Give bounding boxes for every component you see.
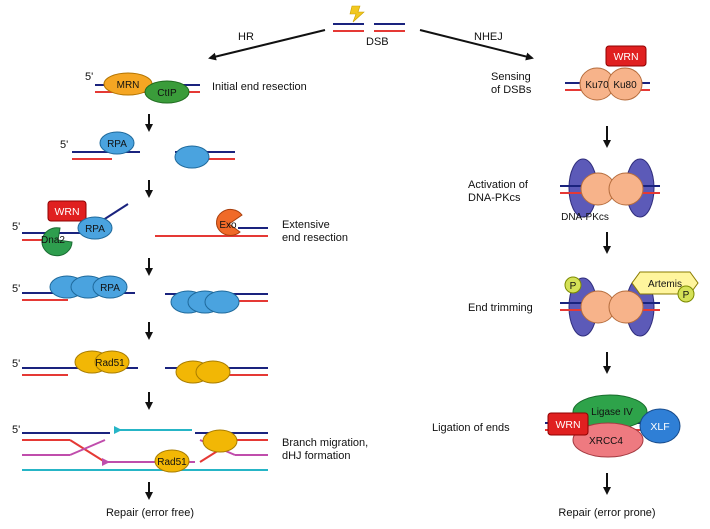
nhej-step-sensing: WRN Ku70 Ku80: [565, 45, 650, 101]
ku70-label: Ku70: [585, 80, 609, 91]
dna2-label: Dna2: [41, 235, 65, 246]
ku80-label: Ku80: [613, 80, 637, 91]
five-prime-label: 5': [12, 424, 20, 436]
phosphate-marker: [677, 285, 695, 303]
rad51-label: Rad51: [95, 358, 125, 369]
wrn-label: WRN: [555, 419, 580, 431]
hr-step-rpa-coating: 5' RPA: [12, 275, 268, 314]
five-prime-label: 5': [85, 71, 93, 83]
hr-step-branch-migration: 5' Rad51: [12, 424, 268, 473]
five-prime-label: 5': [12, 221, 20, 233]
sensing-label-2: of DSBs: [491, 84, 532, 96]
hr-step-rpa-binding: 5' RPA: [60, 131, 235, 169]
xrcc4-protein: [572, 422, 644, 458]
dsb-label: DSB: [366, 36, 389, 48]
ctip-protein: [144, 80, 190, 104]
xlf-protein: [639, 408, 681, 444]
lightning-icon: [349, 5, 365, 23]
nhej-step-end-trimming: P Artemis P: [560, 271, 699, 337]
ku80-protein: [608, 290, 644, 324]
wrn-protein: [47, 200, 87, 222]
nhej-label: NHEJ: [474, 31, 503, 43]
ligase4-label: Ligase IV: [591, 407, 633, 418]
nhej-repair-label: Repair (error prone): [558, 507, 655, 519]
nhej-step-ligation: Ligase IV XRCC4 WRN XLF: [545, 394, 681, 458]
rpa-label: RPA: [85, 224, 105, 235]
hr-arrow: [208, 29, 326, 61]
artemis-label: Artemis: [648, 279, 682, 290]
five-prime-label: 5': [12, 358, 20, 370]
hr-step-rad51-loading: 5' Rad51: [12, 350, 268, 384]
exo-label: Exo: [219, 220, 237, 231]
hr-step-extensive-resection: 5' WRN RPA Dna2 Exo: [12, 200, 268, 257]
extensive-resection-label-1: Extensive: [282, 219, 330, 231]
end-trimming-label: End trimming: [468, 302, 533, 314]
five-prime-label: 5': [12, 283, 20, 295]
nhej-step-activation: DNA-PKcs: [560, 158, 660, 223]
rpa-label: RPA: [100, 283, 120, 294]
rpa-protein: [204, 290, 240, 314]
rad51-protein: [202, 429, 238, 453]
dsb-break: [333, 5, 405, 32]
rpa-protein-right: [174, 145, 210, 169]
five-prime-label: 5': [60, 139, 68, 151]
rpa-label: RPA: [107, 139, 127, 150]
dna2-protein: [41, 227, 73, 257]
rad51-protein: [154, 449, 190, 473]
phosphate-marker: [564, 276, 582, 294]
wrn-label: WRN: [54, 206, 79, 218]
rpa-protein: [77, 216, 113, 240]
sensing-label-1: Sensing: [491, 71, 531, 83]
dnapkcs-label: DNA-PKcs: [561, 212, 609, 223]
initial-resection-label: Initial end resection: [212, 81, 307, 93]
rad51-protein: [94, 350, 130, 374]
activation-label-1: Activation of: [468, 179, 529, 191]
ligation-label: Ligation of ends: [432, 422, 510, 434]
ctip-label: CtIP: [157, 88, 177, 99]
rad51-protein: [195, 360, 231, 384]
xrcc4-label: XRCC4: [589, 436, 623, 447]
phosphate-label: P: [570, 281, 577, 292]
rpa-protein: [99, 131, 135, 155]
mrn-label: MRN: [117, 80, 140, 91]
ku80-protein: [607, 67, 643, 101]
branch-migration-label-1: Branch migration,: [282, 437, 368, 449]
hr-repair-label: Repair (error free): [106, 507, 194, 519]
activation-label-2: DNA-PKcs: [468, 192, 521, 204]
phosphate-label: P: [683, 290, 690, 301]
extensive-resection-label-2: end resection: [282, 232, 348, 244]
wrn-label: WRN: [613, 51, 638, 63]
hr-step-initial-resection: 5' MRN CtIP: [85, 71, 200, 104]
rad51-label: Rad51: [157, 457, 187, 468]
ku80-protein: [608, 172, 644, 206]
exo-protein: [216, 208, 243, 236]
wrn-protein: [547, 412, 589, 436]
wrn-protein: [605, 45, 647, 67]
xlf-label: XLF: [650, 421, 669, 433]
hr-label: HR: [238, 31, 254, 43]
rpa-protein: [92, 275, 128, 299]
branch-migration-label-2: dHJ formation: [282, 450, 350, 462]
nhej-arrow: [419, 29, 534, 61]
